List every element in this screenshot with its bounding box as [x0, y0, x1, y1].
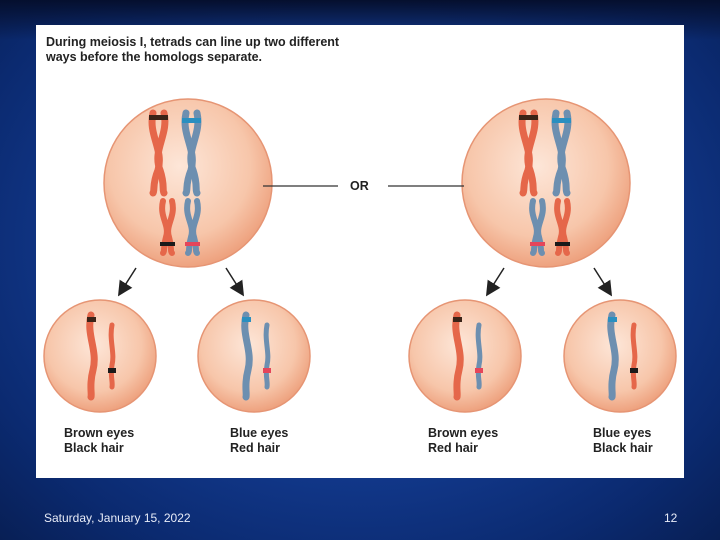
trait-hair: Red hair [230, 441, 281, 455]
daughter-4-chromosomes [607, 311, 638, 401]
tetrad-large-right [518, 109, 572, 197]
tetrad-large-left [148, 109, 202, 197]
daughter-1-chromosomes [86, 311, 116, 401]
arrow-1 [117, 267, 137, 297]
footer-date: Saturday, January 15, 2022 [44, 511, 191, 525]
tetrad-small-right [529, 198, 571, 256]
tetrad-small-left [159, 198, 201, 256]
trait-eyes: Blue eyes [593, 426, 652, 440]
trait-eyes: Brown eyes [428, 426, 499, 440]
trait-hair: Black hair [593, 441, 653, 455]
trait-label-4: Blue eyes Black hair [593, 426, 653, 456]
daughter-cell-1 [43, 299, 157, 413]
figure-panel: During meiosis I, tetrads can line up tw… [36, 25, 684, 478]
daughter-cell-3 [408, 299, 522, 413]
meiosis-diagram [43, 98, 677, 413]
or-label: OR [350, 179, 369, 193]
trait-label-2: Blue eyes Red hair [230, 426, 288, 456]
arrow-2 [225, 267, 245, 297]
daughter-cell-2 [197, 299, 311, 413]
arrow-3 [485, 267, 505, 297]
trait-label-3: Brown eyes Red hair [428, 426, 498, 456]
slide-number: 12 [664, 511, 678, 525]
trait-eyes: Brown eyes [64, 426, 135, 440]
trait-eyes: Blue eyes [230, 426, 289, 440]
trait-hair: Red hair [428, 441, 479, 455]
daughter-cell-4 [563, 299, 677, 413]
figure-caption: During meiosis I, tetrads can line up tw… [46, 35, 340, 64]
daughter-3-chromosomes [452, 311, 483, 401]
parent-cell-right [461, 98, 631, 268]
trait-hair: Black hair [64, 441, 124, 455]
trait-label-1: Brown eyes Black hair [64, 426, 134, 456]
daughter-2-chromosomes [241, 311, 271, 401]
arrow-4 [593, 267, 613, 297]
